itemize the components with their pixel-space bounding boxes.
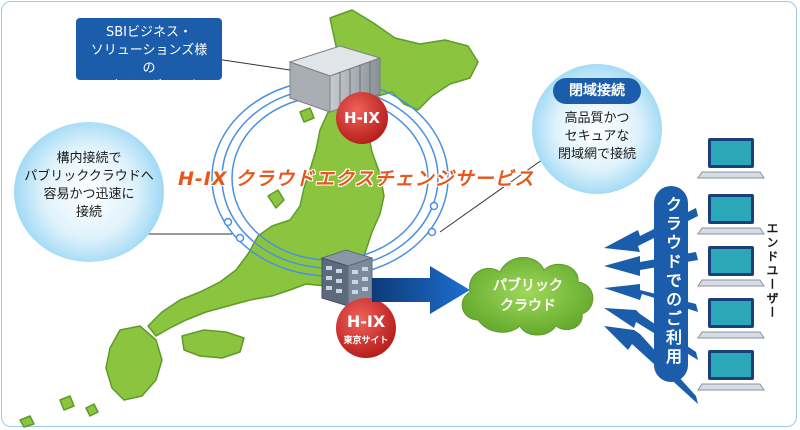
island-shape <box>85 403 99 417</box>
cloud-icon <box>461 257 594 336</box>
left-bubble-line: 構内接続で <box>56 151 122 166</box>
right-bubble-text: 高品質かつ セキュアな 閉域網で接続 <box>532 110 662 164</box>
right-bubble-title: 閉域接続 <box>553 78 641 104</box>
end-user-label: エンドユーザー <box>765 222 779 320</box>
hix-north-label: H-IX <box>344 109 380 127</box>
cloud-label: パブリック クラウド <box>476 276 580 316</box>
user-arrows <box>604 208 698 404</box>
hix-tokyo-label: H-IX <box>346 312 386 331</box>
right-bubble-line: セキュアな <box>564 129 630 144</box>
shikoku-shape <box>181 329 245 359</box>
server-rack-icon <box>288 45 382 113</box>
laptop-icon <box>697 194 765 235</box>
right-bubble-line: 閉域網で接続 <box>557 147 636 162</box>
island-shape <box>299 107 315 123</box>
island-shape <box>19 415 35 428</box>
laptop-icon <box>697 138 765 179</box>
service-title: H-IX クラウドエクスチェンジサービス <box>178 168 535 190</box>
laptop-icon <box>697 246 765 287</box>
hix-tokyo-sublabel: 東京サイト <box>343 336 389 346</box>
kyushu-shape <box>105 325 163 401</box>
cloud-label-line: パブリック <box>493 278 563 294</box>
right-bubble-line: 高品質かつ <box>564 111 630 126</box>
laptop-group <box>697 138 765 391</box>
rack-callout-line: ハウジングラック <box>96 79 201 94</box>
island-shape <box>59 395 75 411</box>
laptop-icon <box>697 298 765 339</box>
left-bubble-text: 構内接続で パブリッククラウドへ 容易かつ迅速に 接続 <box>14 150 164 222</box>
rack-callout-line: ソリューションズ様の <box>90 43 208 76</box>
rack-callout-line: SBIビジネス・ <box>105 25 192 40</box>
hix-tokyo-badge <box>336 298 396 358</box>
laptop-icon <box>697 350 765 391</box>
cloud-label-line: クラウド <box>500 298 556 314</box>
left-bubble-line: パブリッククラウドへ <box>24 169 154 184</box>
arrow-icon <box>372 266 470 314</box>
rack-callout: SBIビジネス・ ソリューションズ様の ハウジングラック <box>76 18 222 94</box>
usage-label: クラウドでのご利用 <box>663 196 682 367</box>
hix-north-badge <box>336 92 388 144</box>
island-shape <box>267 189 285 209</box>
building-icon <box>320 249 374 307</box>
left-bubble-line: 接続 <box>75 205 102 220</box>
left-bubble <box>14 122 164 262</box>
ring-nodes <box>223 201 439 243</box>
left-bubble-line: 容易かつ迅速に <box>43 187 135 202</box>
